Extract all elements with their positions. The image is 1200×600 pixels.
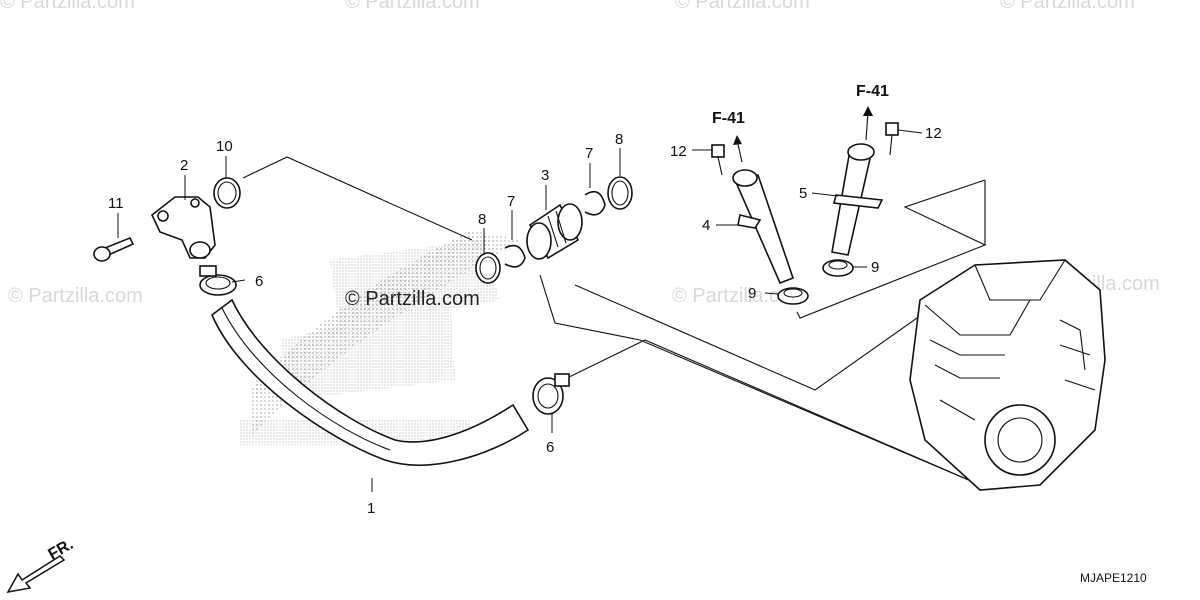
water-hose bbox=[211, 298, 530, 466]
connector-3 bbox=[526, 203, 583, 260]
callout-5: 5 bbox=[799, 185, 807, 202]
watermark-left: © Partzilla.com bbox=[8, 285, 143, 307]
watermark-top-1: © Partzilla.com bbox=[0, 0, 135, 13]
callout-6-upper: 6 bbox=[255, 273, 263, 290]
bolt-11 bbox=[93, 236, 135, 262]
arrow-head-icon-2 bbox=[863, 106, 873, 116]
callout-7-right: 7 bbox=[585, 145, 593, 162]
callout-8-left: 8 bbox=[478, 211, 486, 228]
callout-9-left: 9 bbox=[748, 285, 756, 302]
callout-leaders bbox=[117, 129, 923, 492]
bolt-12-right bbox=[885, 122, 899, 156]
wing-logo-background bbox=[240, 230, 520, 445]
callout-4: 4 bbox=[702, 217, 710, 234]
callout-2: 2 bbox=[180, 157, 188, 174]
watermark-top-2: © Partzilla.com bbox=[345, 0, 480, 13]
arrow-up-icon-2 bbox=[865, 111, 869, 141]
callout-12-right: 12 bbox=[925, 125, 942, 142]
grommet-9-left bbox=[777, 287, 809, 305]
front-direction-indicator: FR. bbox=[6, 536, 77, 594]
watermark-top-3: © Partzilla.com bbox=[675, 0, 810, 13]
reference-f41-left: F-41 bbox=[712, 110, 745, 127]
hose-clamp-lower bbox=[532, 373, 570, 415]
callout-1: 1 bbox=[367, 500, 375, 517]
water-joint bbox=[151, 196, 216, 259]
clip-7-left bbox=[504, 244, 526, 268]
callout-6-lower: 6 bbox=[546, 439, 554, 456]
watermark-top-4: © Partzilla.com bbox=[1000, 0, 1135, 13]
bolt-12-left bbox=[711, 144, 725, 176]
callout-10: 10 bbox=[216, 138, 233, 155]
diagram-code: MJAPE1210 bbox=[1080, 571, 1147, 585]
callout-11: 11 bbox=[108, 195, 124, 212]
arrow-head-icon bbox=[733, 135, 742, 145]
hose-clamp-upper bbox=[199, 265, 237, 296]
callout-3: 3 bbox=[541, 167, 549, 184]
front-label: FR. bbox=[46, 536, 77, 564]
watermark-mid: © Partzilla.com bbox=[672, 285, 807, 307]
clip-7-right bbox=[584, 190, 606, 216]
callout-8-right: 8 bbox=[615, 131, 623, 148]
arrow-down-left-icon bbox=[6, 555, 66, 594]
reference-f41-right: F-41 bbox=[856, 83, 889, 100]
callout-12-left: 12 bbox=[670, 143, 687, 160]
water-pipe-4 bbox=[732, 169, 795, 285]
water-pipe-5 bbox=[831, 143, 884, 256]
callout-9-right: 9 bbox=[871, 259, 879, 276]
engine-block bbox=[909, 259, 1106, 491]
callout-7-left: 7 bbox=[507, 193, 515, 210]
watermark-center: © Partzilla.com bbox=[345, 288, 480, 310]
grommet-9-right bbox=[822, 259, 854, 277]
